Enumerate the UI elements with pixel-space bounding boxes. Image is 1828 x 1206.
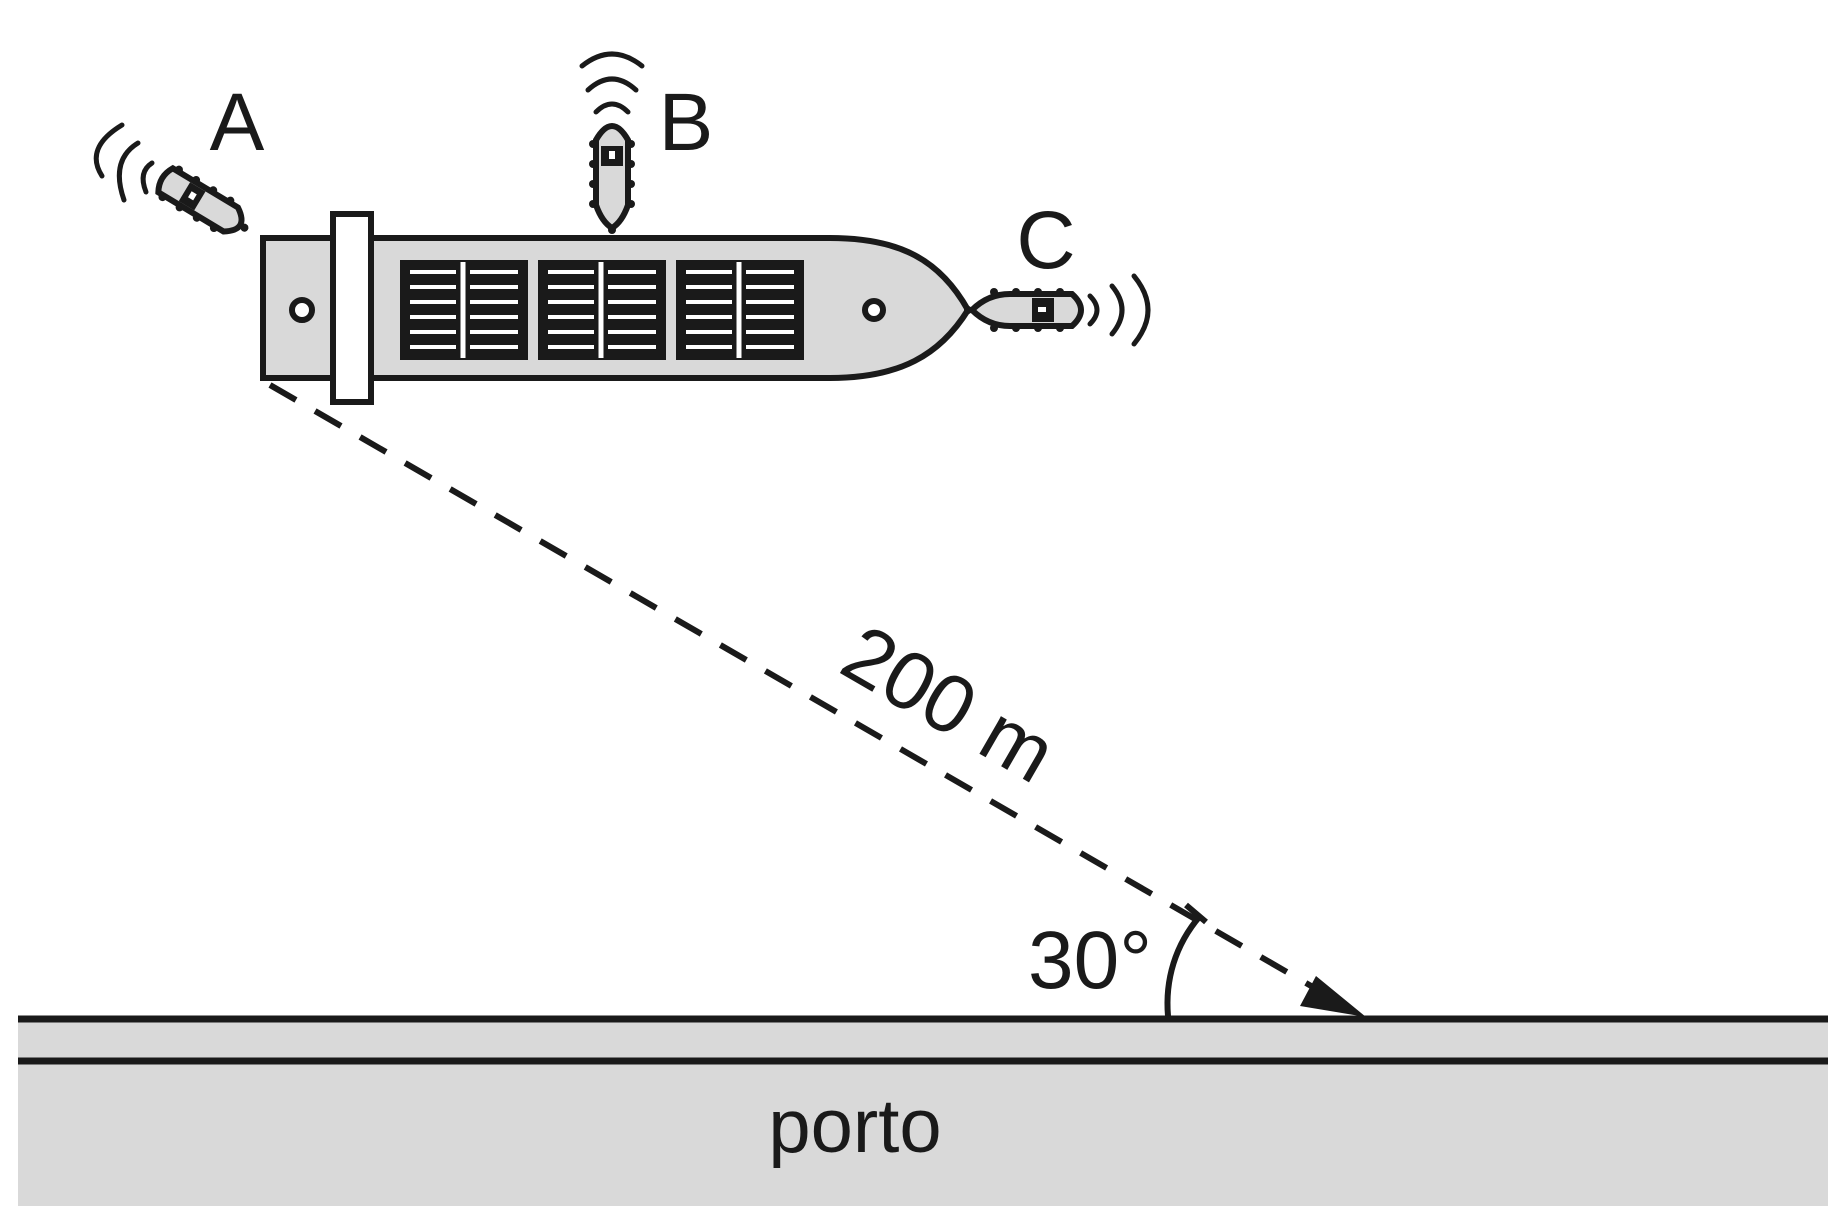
tugboat-b-hull: [593, 123, 631, 232]
angle-arc: [1164, 914, 1203, 1017]
angle-label: 30°: [1028, 915, 1152, 1006]
trajectory-arrowhead: [1300, 976, 1366, 1017]
angle-arc-tick: [1184, 902, 1208, 925]
cargo-hatches: [400, 260, 804, 360]
ship-bow-bollard: [862, 298, 886, 322]
port-dock: porto: [18, 1015, 1828, 1206]
cargo-hatch-1: [400, 260, 528, 360]
ship: [260, 211, 972, 405]
tugboat-c-label: C: [1016, 195, 1075, 286]
tugboat-a: A: [93, 77, 265, 235]
tugboat-a-label: A: [210, 77, 265, 168]
dock-area: [18, 1061, 1828, 1206]
angle-marker: 30°: [1028, 902, 1208, 1017]
dock-lane: [18, 1019, 1828, 1060]
tugboat-a-wake-icon: [93, 122, 155, 203]
trajectory: 200 m: [268, 382, 1366, 1017]
ship-stern-bollard: [289, 297, 315, 323]
port-label: porto: [768, 1084, 941, 1169]
tugboat-c: C: [964, 195, 1151, 347]
ship-bridge: [330, 211, 374, 405]
tugboat-b-wake-icon: [579, 51, 645, 115]
tugboat-b: B: [579, 51, 714, 234]
tugboat-c-hull: [967, 291, 1084, 329]
tugboat-c-wake-icon: [1087, 273, 1151, 347]
tugboat-b-label: B: [659, 77, 714, 168]
trajectory-dashed-line: [268, 382, 1327, 997]
distance-label: 200 m: [827, 608, 1070, 801]
cargo-hatch-3: [676, 260, 804, 360]
cargo-hatch-2: [538, 260, 666, 360]
